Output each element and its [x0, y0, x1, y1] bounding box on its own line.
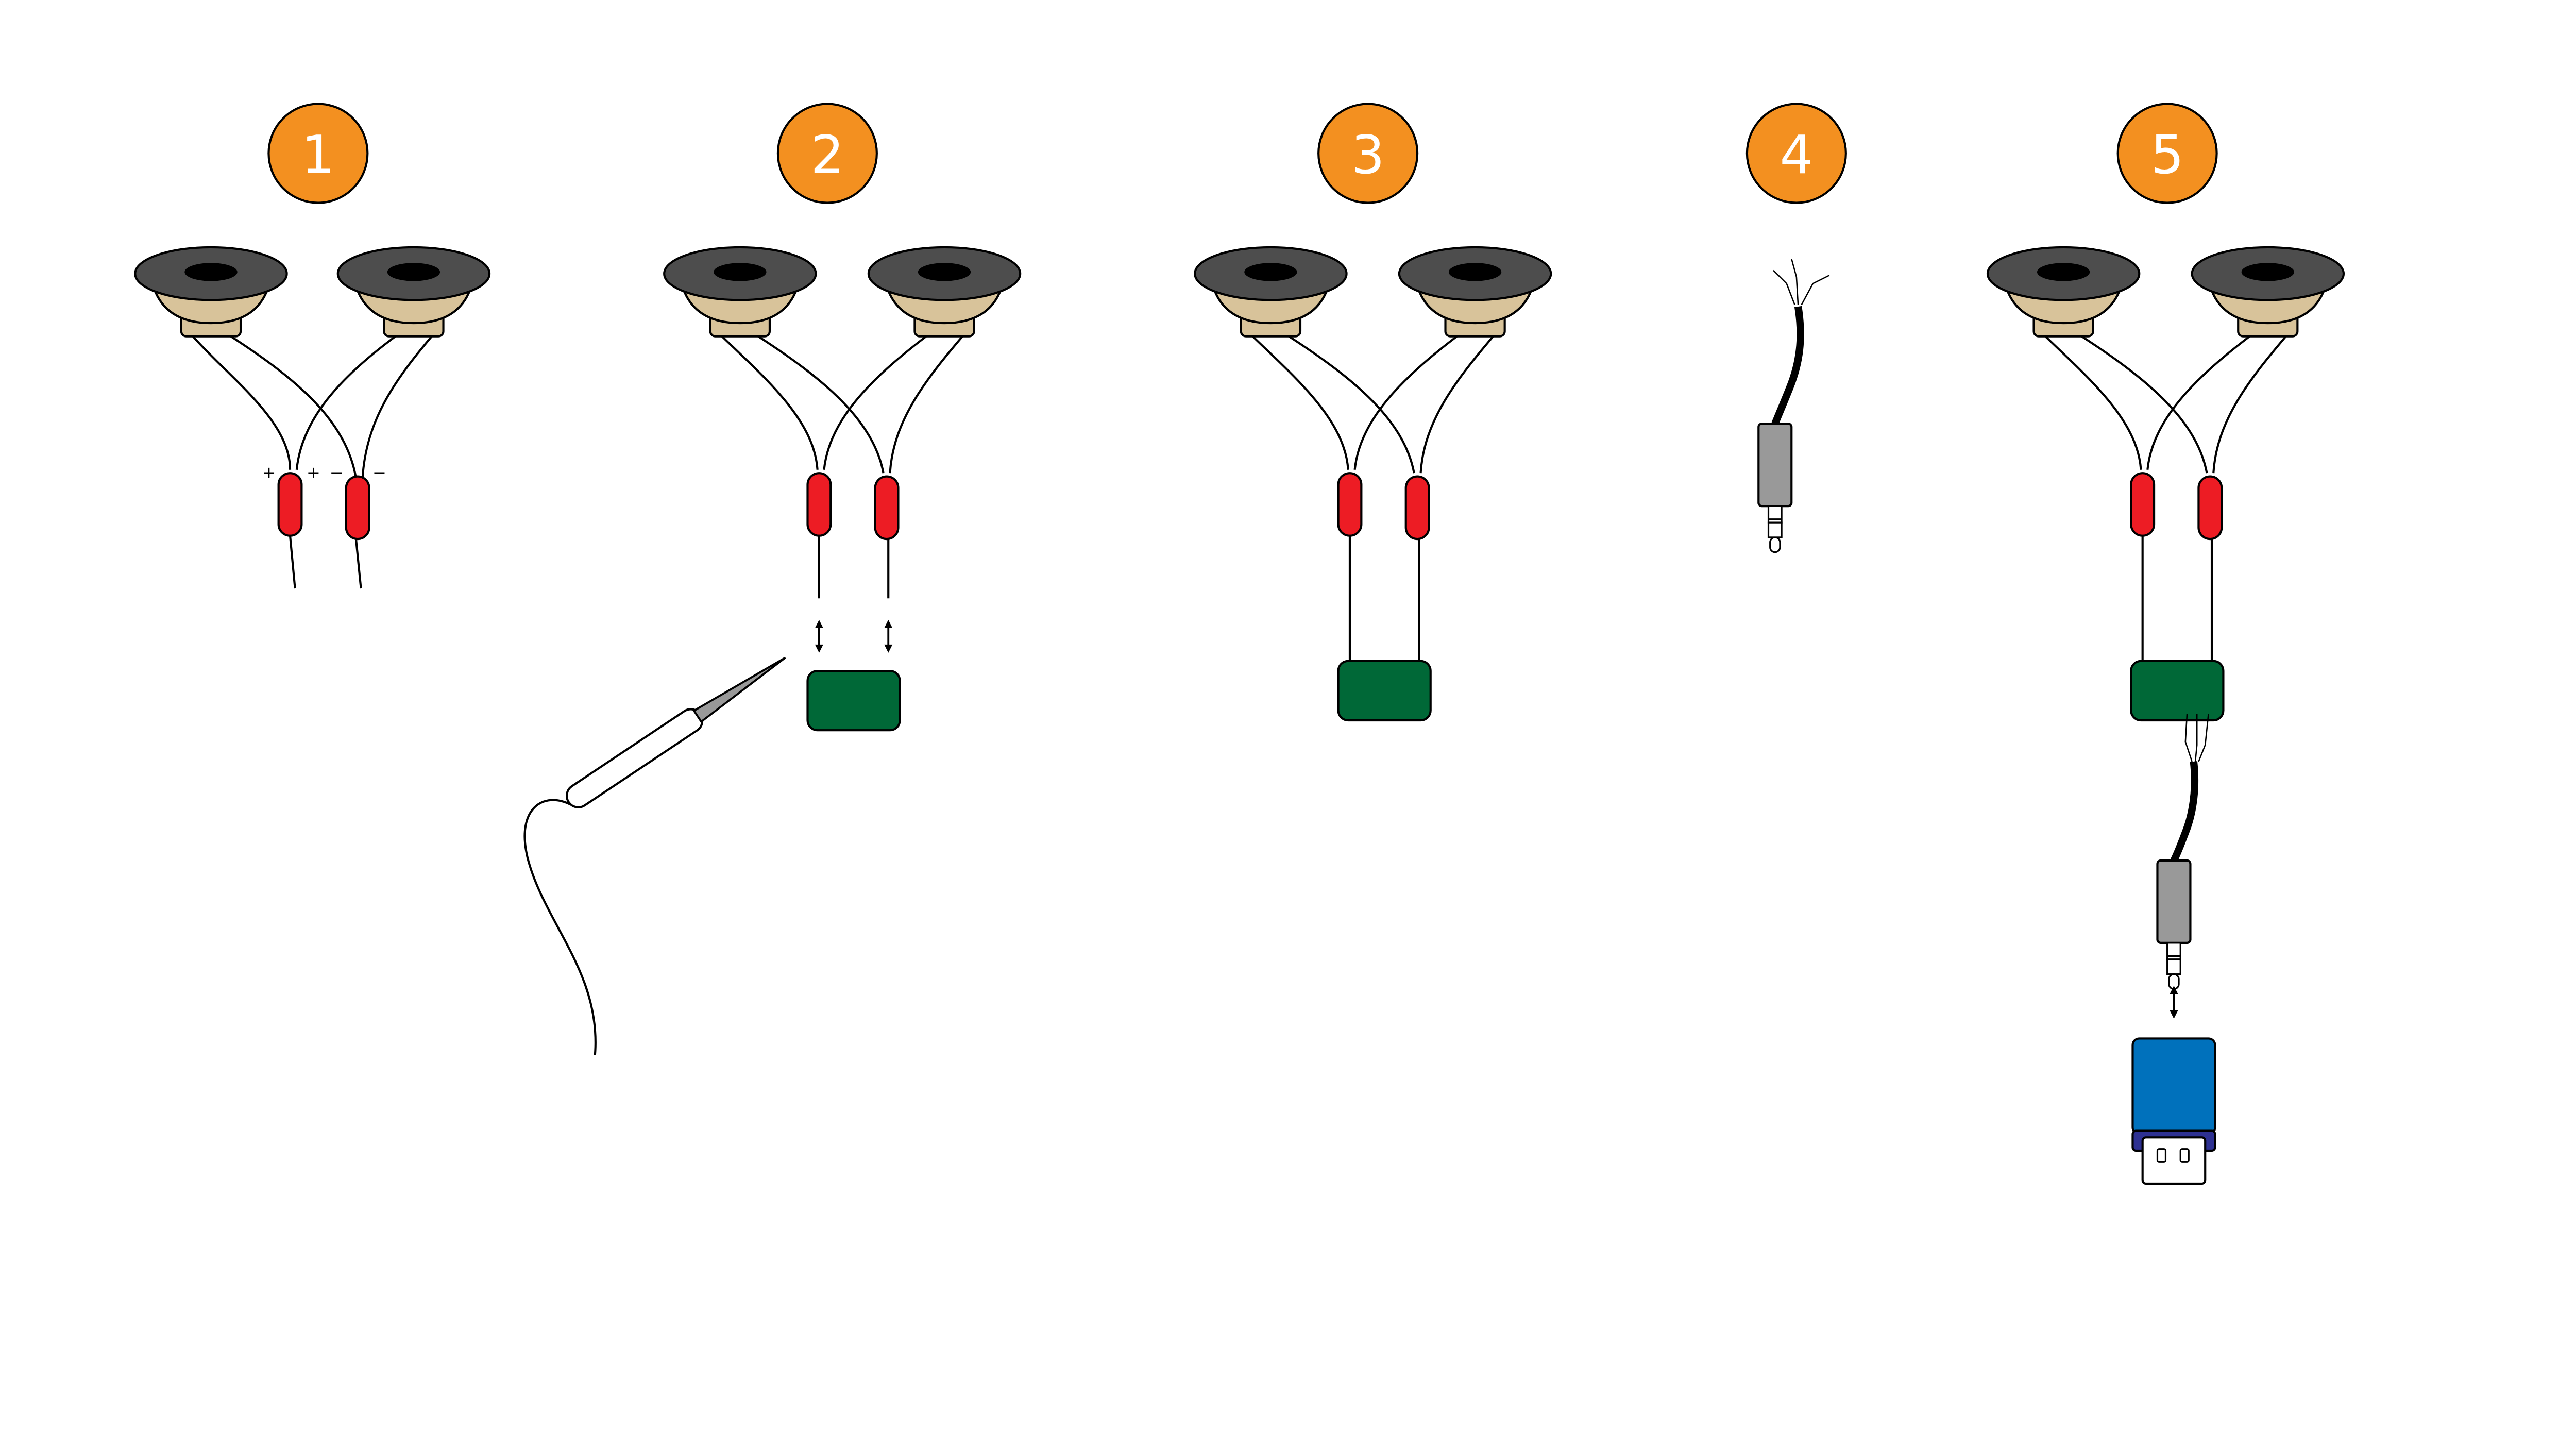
- resistor-icon: [1338, 473, 1362, 536]
- wires: [2044, 335, 2287, 663]
- polarity-plus-label: +: [262, 463, 276, 482]
- wires: [1251, 335, 1494, 663]
- resistor-icon: [1406, 477, 1429, 539]
- step-badge: 3: [1317, 103, 1419, 204]
- step-badge: 4: [1745, 103, 1847, 204]
- speaker-icon: [664, 247, 816, 336]
- double-arrow-icon: [814, 618, 824, 654]
- polarity-minus-label: −: [372, 463, 386, 482]
- speaker-icon: [135, 247, 286, 336]
- step-1: 1 + + − −: [135, 103, 489, 589]
- step-4: 4: [1745, 103, 1847, 552]
- usb-stick-icon: [2131, 1037, 2216, 1185]
- step-number: 5: [2150, 125, 2184, 186]
- wires: [192, 335, 433, 589]
- step-number: 1: [301, 125, 335, 186]
- audio-jack-icon: [2157, 714, 2209, 989]
- resistor-icon: [807, 473, 831, 536]
- polarity-labels: + + − −: [262, 463, 386, 482]
- step-5: 5: [1988, 103, 2344, 1185]
- resistor-icon: [2198, 477, 2222, 539]
- circuit-board-icon: [1337, 660, 1432, 722]
- step-badge: 2: [776, 103, 878, 204]
- board-wires: [2184, 714, 2209, 762]
- frayed-wires: [1773, 258, 1830, 306]
- step-badge: 5: [2116, 103, 2218, 204]
- audio-jack-icon: [1758, 258, 1830, 552]
- resistor-icon: [875, 477, 899, 539]
- step-number: 4: [1780, 125, 1813, 186]
- resistor-icon: [346, 477, 369, 539]
- speaker-icon: [2192, 247, 2344, 336]
- step-number: 3: [1351, 125, 1385, 186]
- resistor-icon: [2131, 473, 2154, 536]
- resistor-icon: [279, 473, 302, 536]
- speaker-icon: [1399, 247, 1551, 336]
- speaker-icon: [338, 247, 489, 336]
- step-badge: 1: [267, 103, 369, 204]
- circuit-board-icon: [2130, 660, 2225, 722]
- polarity-minus-label: −: [330, 463, 344, 482]
- step-number: 2: [810, 125, 844, 186]
- circuit-board-icon: [806, 669, 901, 732]
- polarity-plus-label: +: [307, 463, 320, 482]
- speaker-icon: [869, 247, 1020, 336]
- wires: [721, 335, 963, 599]
- double-arrow-icon: [2168, 985, 2179, 1020]
- step-3: 3: [1195, 103, 1551, 722]
- speaker-icon: [1988, 247, 2139, 336]
- step-2: 2: [523, 103, 1020, 1055]
- double-arrow-icon: [883, 618, 894, 654]
- speaker-icon: [1195, 247, 1346, 336]
- soldering-iron-icon: [523, 656, 786, 1055]
